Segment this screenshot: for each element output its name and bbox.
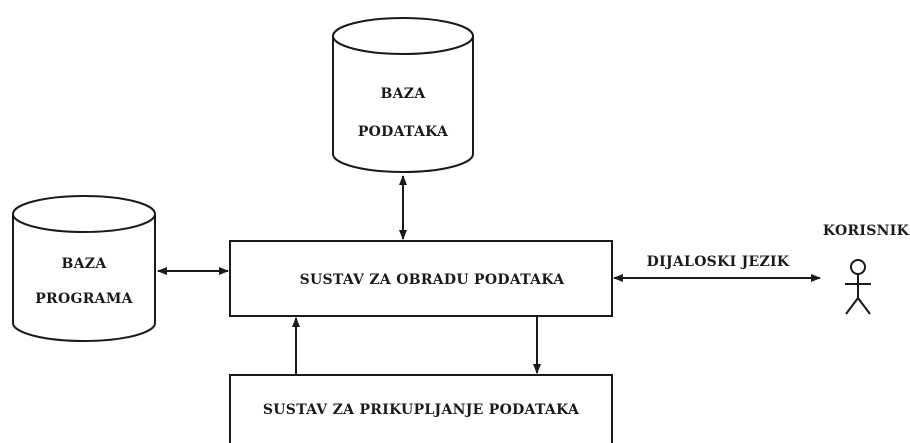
- dialog-language-label: DIJALOSKI JEZIK: [647, 254, 790, 270]
- database-podataka-label-line2: PODATAKA: [358, 124, 449, 140]
- processing-system-rect: [229, 240, 613, 317]
- database-podataka-label-line1: BAZA: [381, 86, 427, 102]
- stick-figure-icon: [845, 259, 871, 315]
- database-podataka-top: [332, 17, 474, 55]
- collection-system-label: SUSTAV ZA PRIKUPLJANJE PODATAKA: [263, 402, 580, 418]
- processing-system-box: SUSTAV ZA OBRADU PODATAKA: [229, 240, 613, 317]
- processing-system-label: SUSTAV ZA OBRADU PODATAKA: [300, 272, 566, 288]
- database-programa-top: [12, 195, 156, 233]
- database-programa-label-line1: BAZA: [62, 256, 108, 272]
- database-programa-body: [12, 214, 156, 342]
- user-actor: KORISNIK: [823, 223, 910, 315]
- user-label: KORISNIK: [823, 223, 910, 239]
- database-programa-label-line2: PROGRAMA: [35, 291, 133, 307]
- database-podataka-body: [332, 36, 474, 173]
- database-programa: BAZA PROGRAMA: [12, 195, 156, 342]
- collection-system-box: SUSTAV ZA PRIKUPLJANJE PODATAKA: [229, 374, 613, 443]
- database-podataka: BAZA PODATAKA: [332, 17, 474, 173]
- collection-system-rect: [229, 374, 613, 443]
